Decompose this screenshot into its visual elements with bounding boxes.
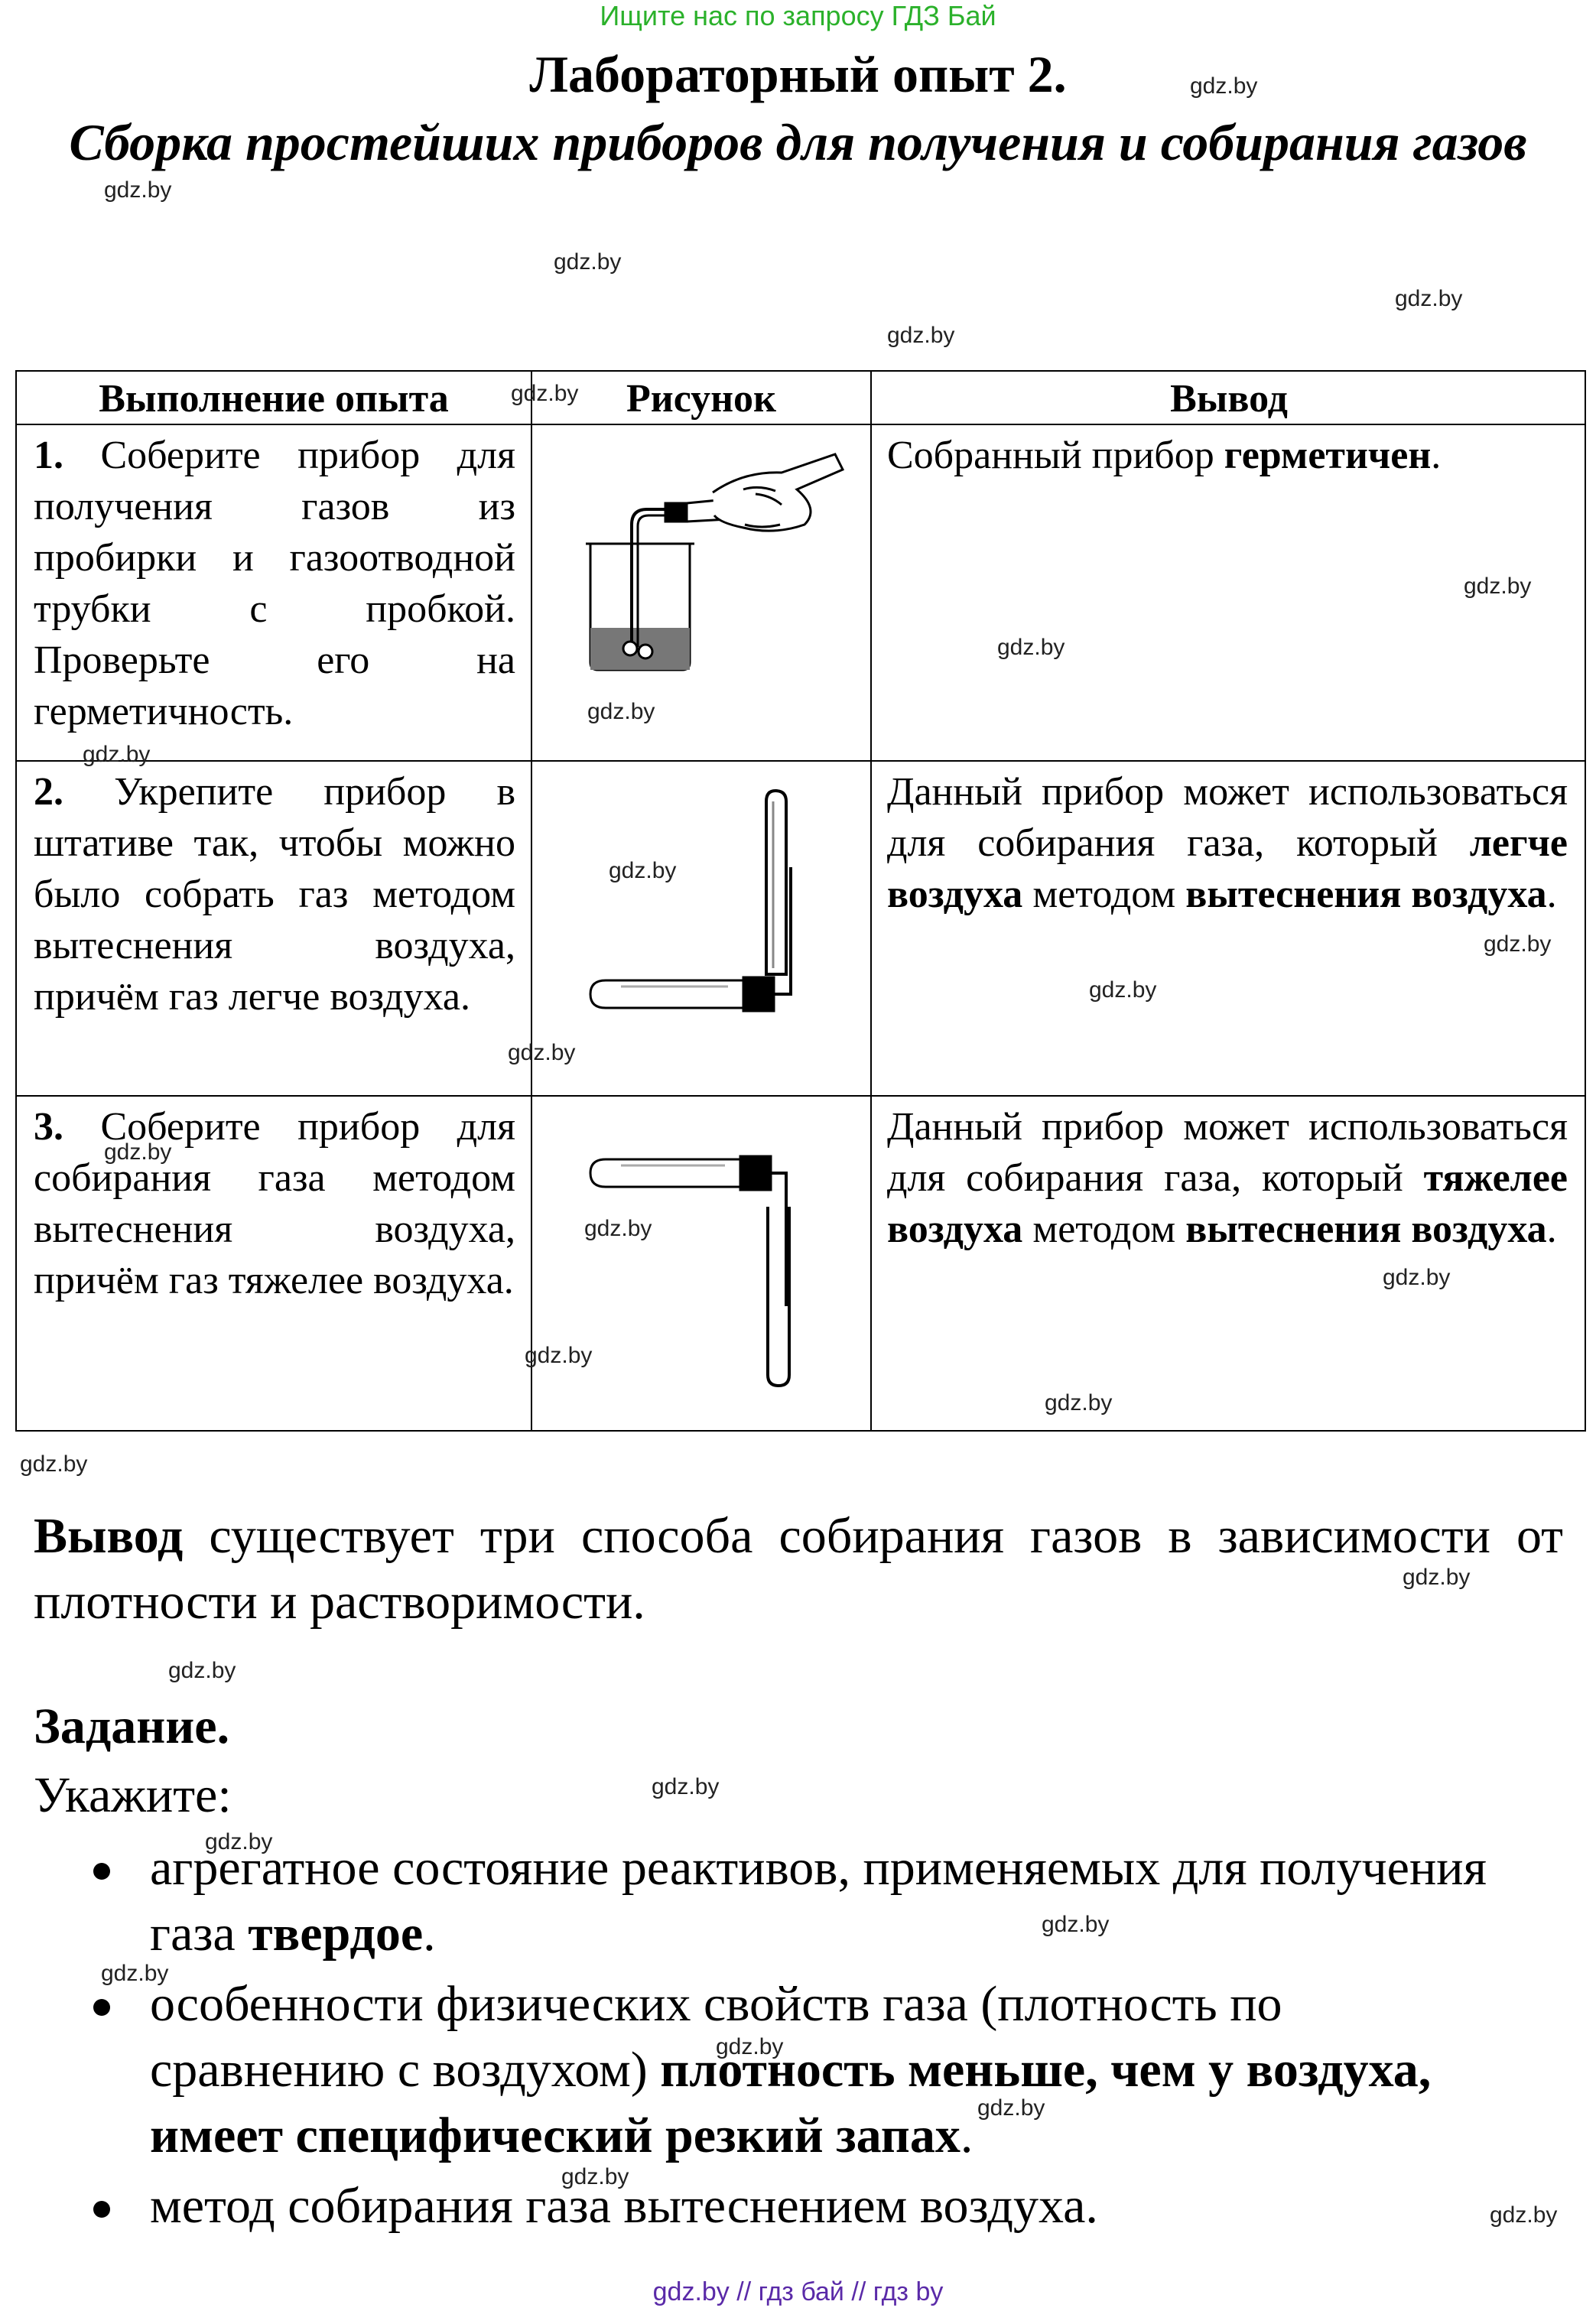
row1-task-text: Соберите прибор для получения газов из п… — [34, 434, 516, 733]
watermark-text: gdz.by — [1403, 1565, 1471, 1590]
row1-task: 1. Соберите прибор для получения газов и… — [34, 430, 515, 737]
watermark-text: gdz.by — [168, 1658, 236, 1683]
footer-links[interactable]: gdz.by // гдз бай // гдз by — [652, 2277, 944, 2306]
conclusion-paragraph: Вывод существует три способа собирания г… — [34, 1503, 1563, 1635]
text-fragment: Собранный прибор — [887, 434, 1224, 477]
bullet-dot — [93, 2201, 110, 2218]
header-procedure: Выполнение опыта — [99, 377, 449, 421]
text-fragment: . — [1546, 1208, 1557, 1251]
watermark-text: gdz.by — [584, 1216, 652, 1241]
text-fragment: Данный прибор может использоваться для с… — [887, 1105, 1568, 1200]
watermark-text: gdz.by — [525, 1343, 593, 1368]
bullet-dot — [93, 1999, 110, 2016]
watermark-text: gdz.by — [1464, 574, 1532, 599]
text-fragment: метод собирания газа вытеснением воздуха… — [150, 2178, 1098, 2234]
conclusion-text: существует три способа собирания газов в… — [34, 1508, 1563, 1630]
watermark-text: gdz.by — [83, 742, 151, 767]
bold-fragment: твердое — [248, 1906, 424, 1962]
bullet-item-3: метод собирания газа вытеснением воздуха… — [150, 2173, 1526, 2239]
text-fragment: агрегатное состояние реактивов, применяе… — [150, 1840, 1487, 1962]
watermark-text: gdz.by — [977, 2095, 1045, 2121]
watermark-text: gdz.by — [652, 1774, 720, 1799]
row1-conclusion: Собранный прибор герметичен. — [887, 430, 1568, 481]
row2-task-text: Укрепите прибор в штативе так, чтобы мож… — [34, 770, 515, 1019]
watermark-text: gdz.by — [511, 381, 579, 406]
bullet-item-2: особенности физических свойств газа (пло… — [150, 1971, 1526, 2169]
row3-task-text: Соберите прибор для собирания газа метод… — [34, 1105, 516, 1302]
watermark-text: gdz.by — [1484, 931, 1552, 957]
watermark-text: gdz.by — [101, 1961, 169, 1986]
watermark-text: gdz.by — [104, 1139, 172, 1165]
text-fragment: методом — [1022, 873, 1186, 916]
bold-fragment: вытеснения воздуха — [1185, 873, 1547, 916]
watermark-text: gdz.by — [561, 2164, 629, 2189]
row3-task: 3. Соберите прибор для собирания газа ме… — [34, 1101, 515, 1306]
text-fragment: . — [960, 2108, 974, 2163]
watermark-text: gdz.by — [1383, 1265, 1451, 1290]
bullet-dot — [93, 1863, 110, 1880]
text-fragment: Данный прибор может использоваться для с… — [887, 770, 1568, 865]
bold-fragment: вытеснения воздуха — [1185, 1208, 1547, 1251]
header-conclusion: Вывод — [1170, 377, 1288, 421]
watermark-text: gdz.by — [1042, 1912, 1110, 1937]
bold-fragment: герметичен — [1224, 434, 1432, 477]
header-figure: Рисунок — [626, 377, 777, 421]
text-fragment: особенности физических свойств газа (пло… — [150, 1976, 1282, 2098]
watermark-text: gdz.by — [1490, 2202, 1558, 2228]
task-intro: Укажите: — [34, 1767, 232, 1823]
bullet-item-1: агрегатное состояние реактивов, применяе… — [150, 1835, 1526, 1967]
watermark-text: gdz.by — [716, 2034, 784, 2059]
bold-fragment: плотность меньше, чем у воздуха, имеет с… — [150, 2042, 1432, 2163]
top-banner[interactable]: Ищите нас по запросу ГДЗ Бай — [600, 0, 996, 31]
bold-fragment: легче воздуха — [887, 821, 1568, 916]
horizontal-tube-with-upright-collector-icon — [589, 1155, 791, 1388]
text-fragment: методом — [1022, 1208, 1186, 1251]
watermark-text: gdz.by — [508, 1040, 576, 1065]
experiment-table: Выполнение опыта Рисунок Вывод 1. Собери… — [15, 370, 1586, 1432]
watermark-text: gdz.by — [554, 249, 622, 275]
conclusion-label: Вывод — [34, 1508, 184, 1564]
task-heading: Задание. — [34, 1698, 230, 1754]
watermark-text: gdz.by — [205, 1829, 273, 1854]
bold-fragment: тяжелее воздуха — [887, 1156, 1568, 1251]
text-fragment: . — [1546, 873, 1557, 916]
page-subtitle: Сборка простейших приборов для получения… — [69, 113, 1527, 171]
watermark-text: gdz.by — [1045, 1390, 1113, 1416]
row1-num: 1. — [34, 434, 63, 477]
test-tube-in-hand-with-tube-in-beaker-icon — [586, 453, 845, 671]
watermark-text: gdz.by — [609, 858, 677, 883]
watermark-text: gdz.by — [20, 1451, 88, 1477]
row3-conclusion: Данный прибор может использоваться для с… — [887, 1101, 1568, 1255]
watermark-text: gdz.by — [1190, 73, 1258, 99]
text-fragment: . — [423, 1906, 436, 1962]
watermark-text: gdz.by — [1089, 977, 1157, 1003]
horizontal-tube-with-inverted-collector-icon — [589, 788, 792, 1012]
watermark-text: gdz.by — [997, 635, 1065, 660]
watermark-text: gdz.by — [587, 699, 655, 724]
watermark-text: gdz.by — [1395, 286, 1463, 311]
watermark-text: gdz.by — [104, 177, 172, 203]
row2-num: 2. — [34, 770, 63, 814]
row3-num: 3. — [34, 1105, 63, 1149]
row2-task: 2. Укрепите прибор в штативе так, чтобы … — [34, 766, 515, 1022]
page-title: Лабораторный опыт 2. — [529, 45, 1067, 103]
row2-conclusion: Данный прибор может использоваться для с… — [887, 766, 1568, 920]
text-fragment: . — [1431, 434, 1442, 477]
watermark-text: gdz.by — [887, 323, 955, 348]
